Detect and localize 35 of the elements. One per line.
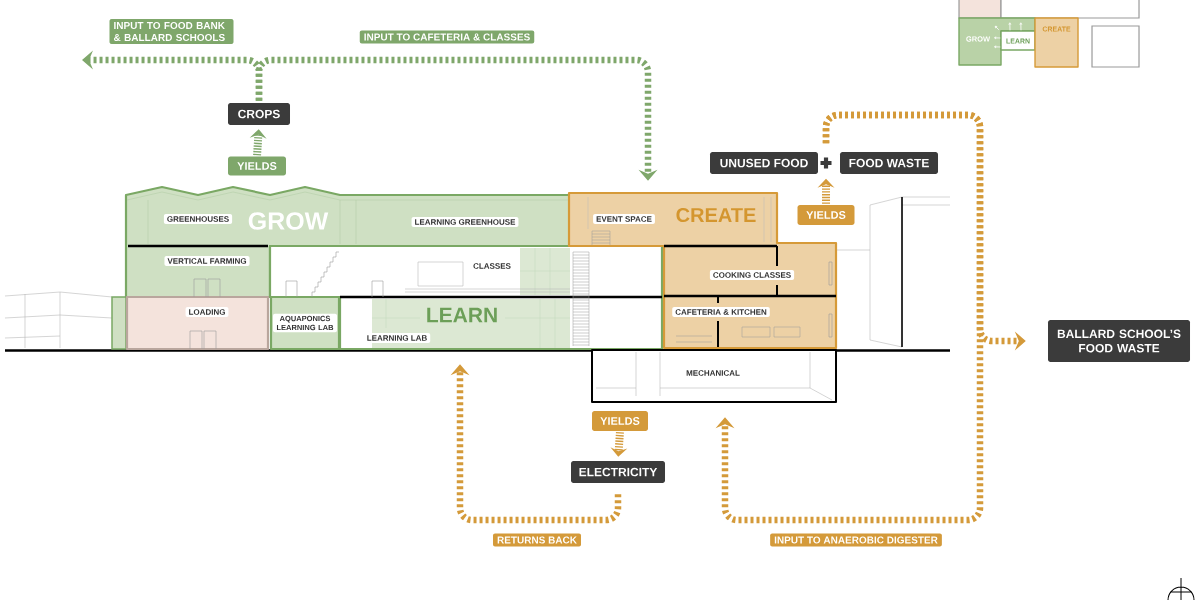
arrow	[994, 45, 1001, 49]
key-box	[958, 0, 1002, 19]
arrow	[994, 36, 1001, 40]
room-label: CAFETERIA & KITCHEN	[672, 306, 770, 318]
room-label: EVENT SPACE	[593, 213, 655, 225]
edge-label: INPUT TO ANAEROBIC DIGESTER	[770, 533, 942, 547]
edge-label: RETURNS BACK	[493, 533, 581, 547]
key-box	[1091, 25, 1140, 68]
arrow	[1008, 22, 1012, 31]
label-box: UNUSED FOOD	[710, 152, 818, 174]
arrow	[1019, 22, 1023, 31]
room-block: MECHANICAL	[591, 349, 837, 403]
room-label: GREENHOUSES	[163, 213, 233, 225]
arrow	[822, 111, 1026, 351]
key-box	[1000, 0, 1140, 19]
tag-box: YIELDS	[228, 156, 286, 176]
arrow	[610, 431, 628, 457]
arrow	[994, 25, 1000, 31]
edge-label: INPUT TO FOOD BANK & BALLARD SCHOOLS	[109, 18, 234, 45]
tag-box: YIELDS	[592, 411, 648, 431]
label-box: ELECTRICITY	[571, 461, 665, 483]
room-label: LEARNING LAB	[363, 332, 431, 344]
tag-box: YIELDS	[797, 205, 855, 225]
arrow	[255, 56, 658, 181]
plus-sign	[820, 157, 832, 169]
label-box: FOOD WASTE	[840, 152, 938, 174]
room-block: LOADING	[125, 295, 270, 351]
arrow	[817, 178, 835, 204]
label-box: BALLARD SCHOOL’S FOOD WASTE	[1048, 320, 1190, 362]
edge-label: INPUT TO CAFETERIA & CLASSES	[359, 30, 535, 44]
room-label: COOKING CLASSES	[709, 269, 795, 281]
room-label: CLASSES	[470, 260, 514, 272]
room-label: VERTICAL FARMING	[164, 255, 250, 267]
label-box: CROPS	[228, 103, 290, 125]
room-label: LEARNING GREENHOUSE	[411, 216, 519, 228]
